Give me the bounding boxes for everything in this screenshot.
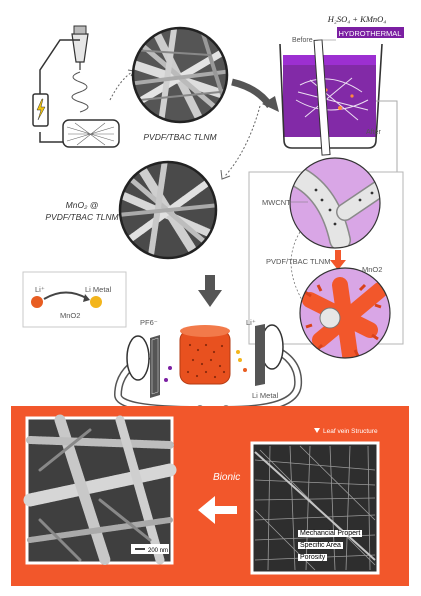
label-specific-area: Specific Area: [298, 542, 343, 549]
label-leaf-vein: Leaf vein Structure: [323, 428, 378, 435]
label-li-metal: Li Metal: [85, 285, 112, 294]
label-before: Before: [292, 37, 313, 44]
label-mno2-mechanism: MnO2: [362, 265, 382, 274]
sem-photo-nanofibers: [23, 414, 177, 566]
leaf-vein-photo: [250, 441, 380, 575]
label-porosity: Porosity: [298, 554, 328, 561]
mwcnt-circle: [289, 157, 381, 249]
label-pvdf-tlnm: PVDF/TBAC TLNM: [143, 132, 217, 142]
beaker: [279, 39, 383, 156]
arrow-to-beaker: [231, 78, 273, 109]
electrospinning-setup: [32, 25, 135, 148]
label-cell-li-metal: Li Metal: [252, 391, 279, 400]
label-bionic: Bionic: [213, 472, 240, 483]
label-mechanical: Mechancial Propert: [298, 530, 363, 537]
down-arrow-icon: [330, 260, 346, 270]
label-cell-li-ion: Li⁺: [246, 318, 256, 327]
label-li-ion: Li⁺: [35, 285, 45, 294]
mno2-coated-circle: [299, 267, 391, 359]
sem-image-mno2: [118, 160, 218, 260]
li-metal-dot: [90, 296, 102, 308]
label-mno2-pvdf-tlnm: PVDF/TBAC TLNM: [45, 212, 119, 222]
arrow-to-cell: [198, 290, 222, 307]
collector-drum-icon: [62, 119, 120, 148]
left-arrow-icon: [198, 496, 237, 524]
sem-image-pvdf: [131, 26, 229, 124]
li-ion-dot: [31, 296, 43, 308]
label-after: After: [366, 129, 381, 136]
battery-cell: [113, 324, 303, 415]
label-hydrothermal: HYDROTHERMAL: [339, 29, 402, 38]
hydrothermal-badge: [337, 27, 404, 38]
label-mno2-catalyst: MnO2: [60, 311, 80, 320]
label-pvdf-mechanism: PVDF/TBAC TLNM: [266, 257, 330, 266]
label-scale-bar: 200 nm: [148, 548, 168, 554]
triangle-marker-icon: [314, 428, 320, 433]
label-reagents: H₂SO₄ + KMnO₄: [327, 14, 387, 24]
label-pf6: PF6⁻: [140, 318, 158, 327]
label-mwcnt: MWCNT: [262, 198, 291, 207]
label-mno2-at: MnO₂ @: [66, 200, 99, 210]
